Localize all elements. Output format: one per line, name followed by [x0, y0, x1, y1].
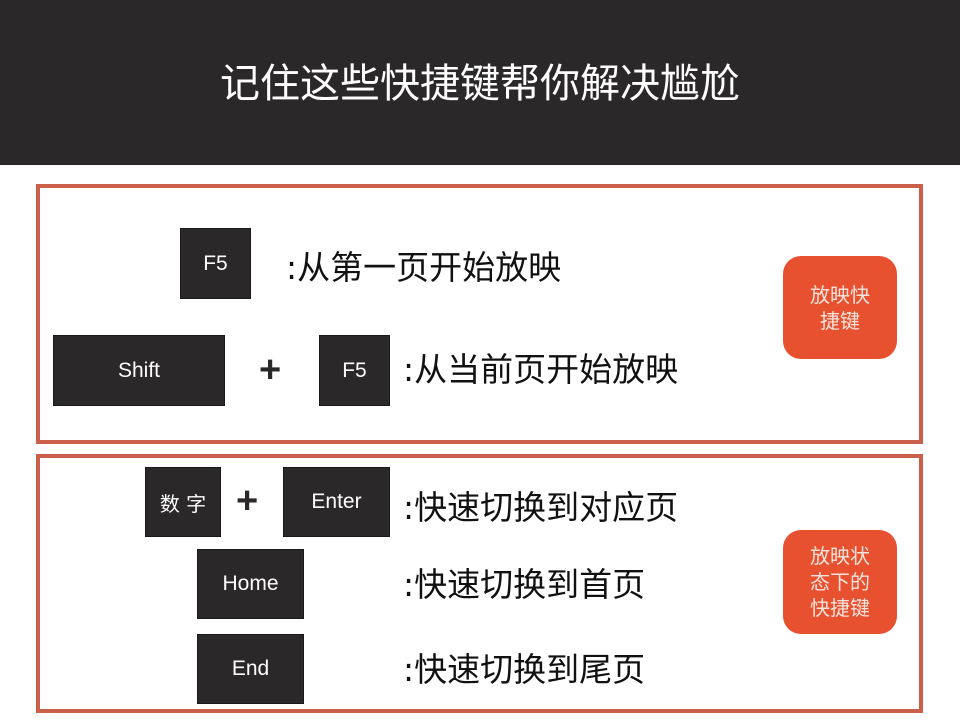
section-in-slideshow-shortcuts-frame: [36, 454, 923, 713]
section-badge: 放映状态下的快捷键: [783, 530, 897, 634]
key-f5: F5: [180, 228, 251, 299]
key-f5: F5: [319, 335, 390, 406]
shortcut-description: :快速切换到首页: [403, 565, 646, 604]
shortcut-description: :从当前页开始放映: [403, 350, 679, 389]
header-banner: 记住这些快捷键帮你解决尴尬: [0, 0, 960, 165]
section-slideshow-shortcuts-frame: [36, 184, 923, 444]
section-badge-label: 放映快捷键: [810, 282, 870, 333]
page-title: 记住这些快捷键帮你解决尴尬: [220, 61, 740, 107]
shortcut-description: :快速切换到尾页: [403, 650, 646, 689]
shortcut-description: :快速切换到对应页: [403, 488, 679, 527]
key-enter: Enter: [283, 467, 390, 537]
key-home: Home: [197, 549, 304, 619]
section-badge: 放映快捷键: [783, 256, 897, 359]
key-shift: Shift: [53, 335, 225, 406]
section-badge-label: 放映状态下的快捷键: [810, 544, 870, 620]
plus-combinator: +: [236, 480, 259, 522]
plus-combinator: +: [259, 349, 282, 391]
key-end: End: [197, 634, 304, 704]
key-number: 数 字: [145, 467, 221, 537]
shortcut-description: :从第一页开始放映: [286, 248, 562, 287]
